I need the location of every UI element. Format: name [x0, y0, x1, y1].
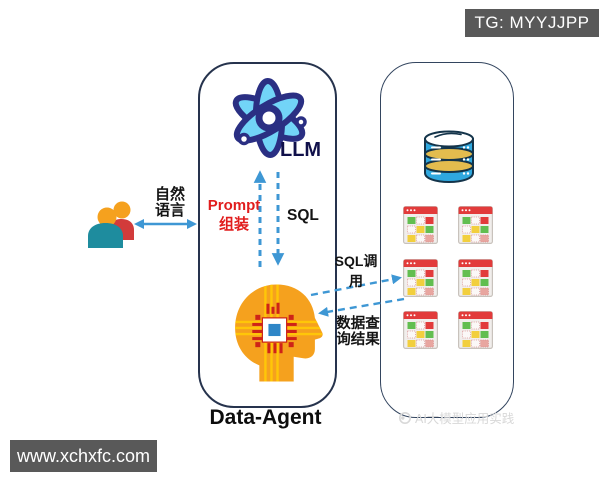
website-badge: www.xchxfc.com [10, 440, 157, 472]
table-icon [458, 206, 493, 244]
ai-head-chip-icon [235, 284, 323, 382]
sql-call-label: SQL调用 [334, 253, 378, 289]
query-result-line1: 数据查 [336, 316, 380, 332]
watermark-text: AI大模型应用实践 [415, 412, 515, 426]
table-icon [403, 206, 438, 244]
database-cylinder-icon [424, 130, 474, 184]
tg-badge: TG: MYYJJPP [465, 9, 599, 37]
natural-language-line1: 自然 [154, 186, 185, 203]
query-result-line2: 询结果 [336, 332, 380, 348]
atom-icon [232, 78, 307, 158]
table-icon [403, 259, 438, 297]
table-icon [403, 311, 438, 349]
table-icon [458, 259, 493, 297]
natural-language-line2: 语言 [154, 202, 185, 219]
two-users-icon [88, 201, 134, 248]
prompt-line2: 组装 [218, 216, 249, 233]
watermark: AI大模型应用实践 [398, 408, 514, 427]
llm-label: LLM [280, 139, 322, 161]
prompt-line1: Prompt [207, 197, 261, 214]
prompt-assembly-label: Prompt 组装 [204, 196, 264, 234]
table-icon [458, 311, 493, 349]
sql-label: SQL [287, 207, 319, 224]
watermark-logo-icon [399, 411, 411, 424]
query-result-label: 数据查 询结果 [330, 316, 386, 348]
data-sources-panel [380, 62, 514, 418]
data-agent-title: Data-Agent [209, 406, 322, 429]
natural-language-label: 自然 语言 [148, 187, 192, 219]
